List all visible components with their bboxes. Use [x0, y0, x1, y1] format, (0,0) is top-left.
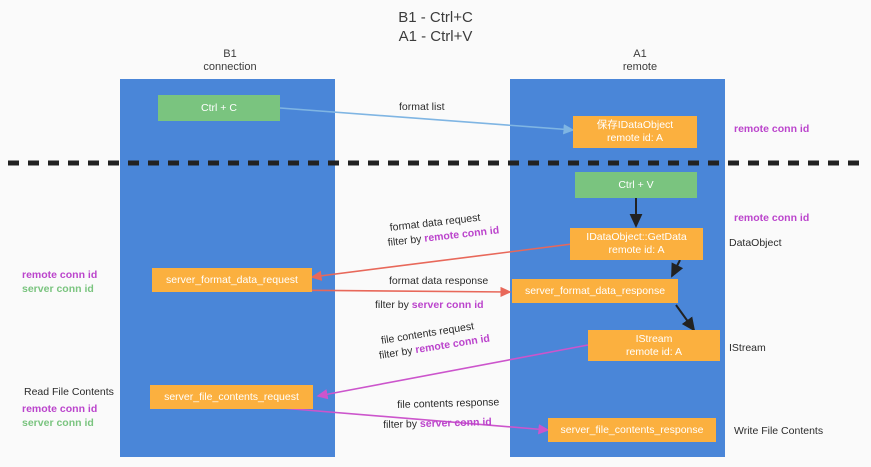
- node-save-idataobject[interactable]: 保存IDataObject remote id: A: [573, 116, 697, 148]
- node-server-file-contents-request[interactable]: server_file_contents_request: [150, 385, 313, 409]
- node-ctrl-c-label: Ctrl + C: [201, 101, 237, 114]
- node-idataobject-getdata-label: IDataObject::GetData: [586, 231, 687, 243]
- node-save-idataobject-sub: remote id: A: [606, 132, 664, 144]
- node-idataobject-getdata[interactable]: IDataObject::GetData remote id: A: [570, 228, 703, 260]
- node-ctrl-v-label: Ctrl + V: [618, 178, 654, 191]
- node-server-format-data-response[interactable]: server_format_data_response: [512, 279, 678, 303]
- filter-prefix: filter by: [387, 232, 426, 249]
- node-server-format-data-request[interactable]: server_format_data_request: [152, 268, 312, 292]
- node-istream-sub: remote id: A: [625, 345, 683, 358]
- edge-label-format-data-response-filter: filter by server conn id: [375, 298, 484, 312]
- node-ctrl-c[interactable]: Ctrl + C: [158, 95, 280, 121]
- filter-prefix: filter by: [383, 418, 421, 431]
- side-label-istream: IStream: [729, 342, 766, 354]
- node-server-file-contents-response[interactable]: server_file_contents_response: [548, 418, 716, 442]
- node-save-idataobject-label: 保存IDataObject: [596, 119, 674, 131]
- lane-header-b1-title: B1: [223, 48, 237, 60]
- side-label-remote-conn-id-top: remote conn id: [734, 123, 810, 135]
- edge-label-format-data-response: format data response: [389, 275, 489, 287]
- node-server-file-contents-request-label: server_file_contents_request: [164, 390, 299, 403]
- lane-header-a1-title: A1: [633, 48, 647, 60]
- filter-key-server-conn-id: server conn id: [419, 416, 492, 431]
- node-istream[interactable]: IStream remote id: A: [588, 330, 720, 361]
- node-server-file-contents-response-label: server_file_contents_response: [560, 423, 704, 436]
- side-label-remote-conn-id-2: remote conn id: [22, 403, 98, 415]
- filter-key-server-conn-id: server conn id: [411, 299, 484, 311]
- edge-label-file-contents-response-filter: filter by server conn id: [383, 415, 492, 432]
- side-label-conn-ids-top: remote conn id server conn id: [22, 268, 97, 296]
- filter-prefix: filter by: [375, 299, 412, 311]
- node-ctrl-v[interactable]: Ctrl + V: [575, 172, 697, 198]
- side-label-remote-conn-id: remote conn id: [22, 269, 98, 281]
- lane-header-a1-subtitle: remote: [622, 61, 658, 73]
- side-label-write-file-contents: Write File Contents: [734, 425, 824, 437]
- side-label-conn-ids-bottom: remote conn id server conn id: [22, 402, 97, 430]
- side-label-remote-conn-id-mid: remote conn id: [734, 212, 810, 224]
- diagram-title-line1: B1 - Ctrl+C: [398, 9, 473, 26]
- side-label-server-conn-id: server conn id: [22, 283, 94, 295]
- node-server-format-data-response-label: server_format_data_response: [524, 284, 666, 297]
- diagram-title-line2: A1 - Ctrl+V: [398, 28, 473, 45]
- lane-header-b1-subtitle: connection: [203, 61, 257, 73]
- node-idataobject-getdata-sub: remote id: A: [608, 244, 665, 256]
- edge-label-format-list: format list: [399, 101, 445, 113]
- node-istream-label: IStream: [635, 332, 673, 345]
- edge-label-file-contents-response: file contents response: [397, 396, 500, 411]
- side-label-dataobject: DataObject: [729, 237, 782, 249]
- side-label-read-file-contents: Read File Contents: [24, 386, 114, 398]
- side-label-server-conn-id-2: server conn id: [22, 417, 94, 429]
- node-server-format-data-request-label: server_format_data_request: [166, 273, 298, 286]
